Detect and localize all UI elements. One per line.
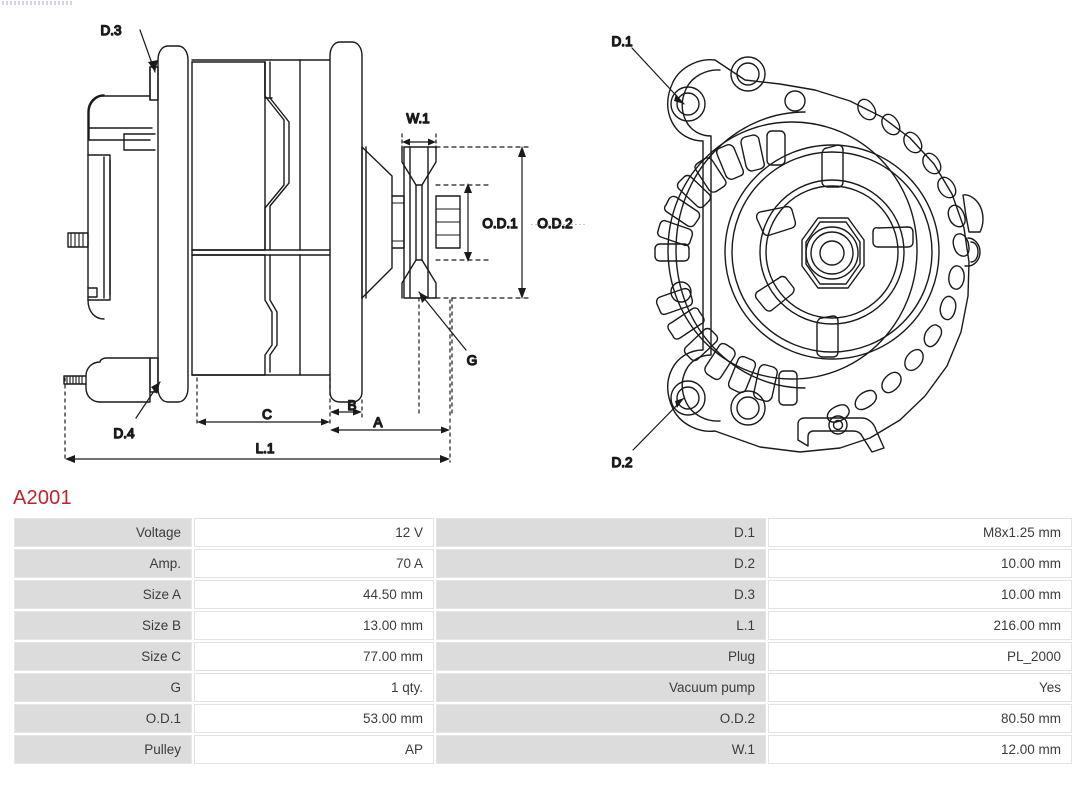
label-g: G <box>467 353 478 368</box>
drawing-svg: D.3 D.4 W.1 O.D.1 O.D.2 G A B C L.1 <box>63 22 984 471</box>
leader-g <box>418 291 467 351</box>
spec-key-cell: Size A <box>14 580 192 609</box>
label-l1: L.1 <box>256 441 275 456</box>
spec-value-cell: 1 qty. <box>194 673 434 702</box>
spec-value-cell: 10.00 mm <box>768 580 1072 609</box>
leader-d1 <box>631 47 685 105</box>
spec-value-cell: 13.00 mm <box>194 611 434 640</box>
spec-key-cell: W.1 <box>436 735 766 764</box>
spec-value-cell: AP <box>194 735 434 764</box>
spec-value-cell: 12 V <box>194 518 434 547</box>
spec-value-cell: M8x1.25 mm <box>768 518 1072 547</box>
label-b: B <box>347 398 356 413</box>
page-title: A2001 <box>13 487 72 509</box>
spec-value-cell: 10.00 mm <box>768 549 1072 578</box>
spec-key-cell: D.2 <box>436 549 766 578</box>
label-d3: D.3 <box>100 23 121 38</box>
label-d4: D.4 <box>113 426 135 441</box>
label-d1: D.1 <box>611 34 632 49</box>
spec-value-cell: 53.00 mm <box>194 704 434 733</box>
spec-value-cell: PL_2000 <box>768 642 1072 671</box>
spec-value-cell: 77.00 mm <box>194 642 434 671</box>
spec-key-cell: Pulley <box>14 735 192 764</box>
spec-value-cell: 80.50 mm <box>768 704 1072 733</box>
technical-drawing: D.3 D.4 W.1 O.D.1 O.D.2 G A B C L.1 <box>63 22 984 471</box>
label-d2: D.2 <box>611 455 632 470</box>
spec-key-cell: Size B <box>14 611 192 640</box>
label-c: C <box>262 407 272 422</box>
spec-value-cell: 216.00 mm <box>768 611 1072 640</box>
spec-key-cell: Size C <box>14 642 192 671</box>
spec-key-cell: L.1 <box>436 611 766 640</box>
front-view-group <box>654 56 984 453</box>
side-view-dimensions <box>64 29 529 463</box>
spec-value-cell: 12.00 mm <box>768 735 1072 764</box>
spec-key-cell: D.1 <box>436 518 766 547</box>
label-a: A <box>373 415 382 430</box>
spec-value-cell: Yes <box>768 673 1072 702</box>
spec-key-cell: O.D.2 <box>436 704 766 733</box>
label-od1: O.D.1 <box>482 216 517 231</box>
spec-key-cell: Plug <box>436 642 766 671</box>
spec-key-cell: Amp. <box>14 549 192 578</box>
front-view-dimensions <box>631 47 685 451</box>
spec-key-cell: Voltage <box>14 518 192 547</box>
leader-d2 <box>632 397 685 451</box>
label-w1: W.1 <box>406 111 429 126</box>
label-od2: O.D.2 <box>537 216 572 231</box>
side-view-group <box>63 41 461 403</box>
spec-key-cell: O.D.1 <box>14 704 192 733</box>
spec-key-cell: G <box>14 673 192 702</box>
spec-value-cell: 44.50 mm <box>194 580 434 609</box>
scan-artifact-corner <box>2 1 74 5</box>
scan-artifact-od2 <box>531 224 587 225</box>
spec-value-cell: 70 A <box>194 549 434 578</box>
spec-key-cell: Vacuum pump <box>436 673 766 702</box>
spec-key-cell: D.3 <box>436 580 766 609</box>
